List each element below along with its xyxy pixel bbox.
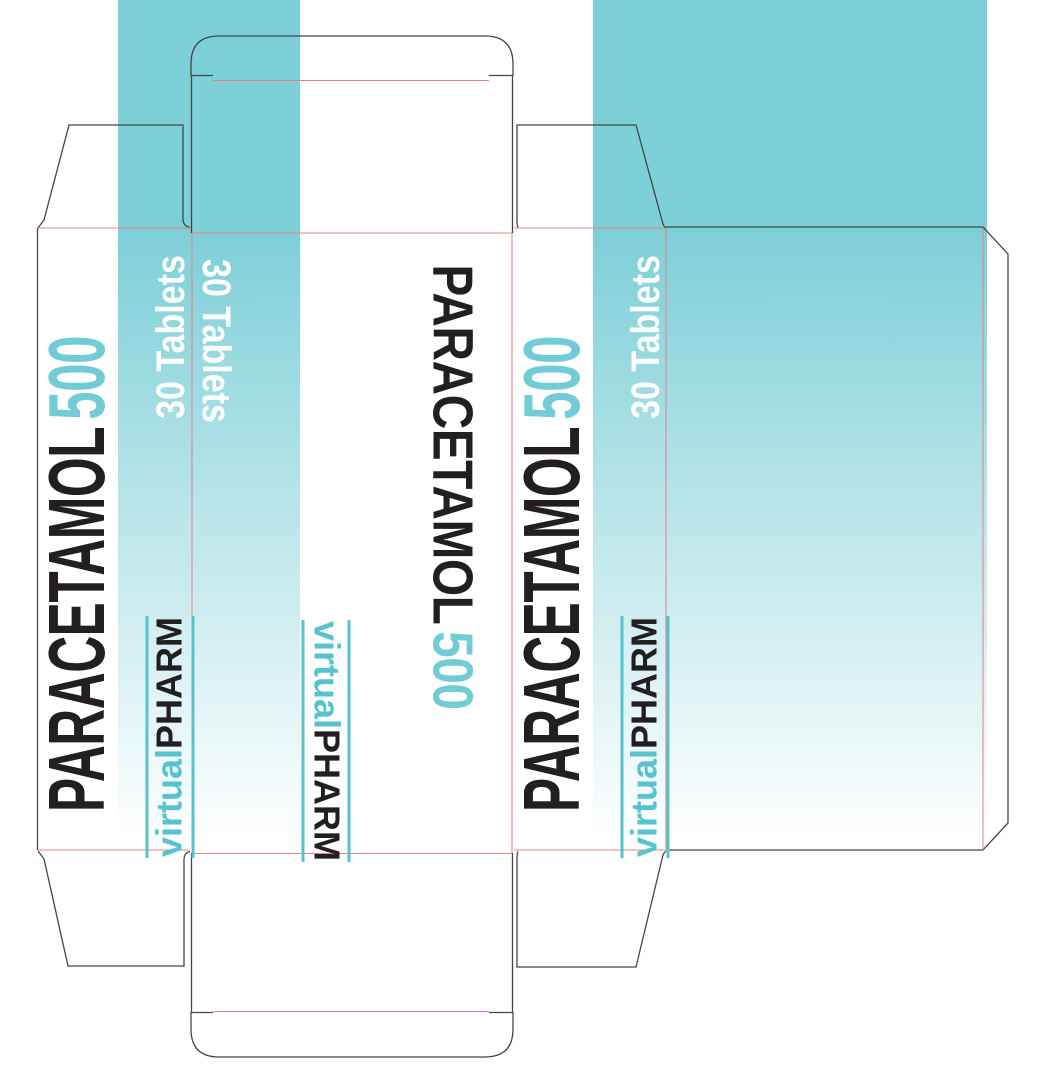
cut-dust-flap-bottom-right [516, 850, 667, 968]
side-left-brand: virtualPHARM [145, 615, 195, 859]
front-brand: virtualPHARM [301, 619, 351, 863]
teal-band-right [593, 0, 987, 841]
brand-prefix: virtual [306, 620, 348, 730]
teal-band-left [118, 0, 300, 841]
fold-lines [38, 80, 984, 1012]
front-title-dose: 500 [420, 631, 485, 710]
cut-top-tuck-tab [190, 35, 514, 76]
side-left-title-dose: 500 [32, 335, 121, 420]
brand-prefix: virtual [148, 748, 190, 858]
front-product-title: PARACETAMOL500 [421, 264, 485, 709]
brand-suffix: PHARM [148, 616, 190, 749]
brand-prefix: virtual [623, 748, 665, 858]
front-title-main: PARACETAMOL [420, 264, 485, 625]
front-quantity-label: 30 Tablets [194, 259, 238, 423]
cut-top-lid-sides [190, 76, 514, 233]
side-left-product-title: PARACETAMOL500 [32, 336, 121, 812]
side-right-quantity-label: 30 Tablets [624, 255, 668, 419]
side-right-brand-logo: virtualPHARM [620, 615, 670, 859]
side-right-title-main: PARACETAMOL [507, 427, 596, 813]
side-right-product-title: PARACETAMOL500 [507, 336, 596, 812]
front-brand-logo: virtualPHARM [301, 619, 351, 863]
cut-lines [36, 35, 1009, 1058]
cut-dust-flap-bottom-left [37, 850, 191, 967]
side-left-brand-logo: virtualPHARM [145, 615, 195, 859]
brand-suffix: PHARM [306, 729, 348, 862]
side-right-title-dose: 500 [507, 335, 596, 420]
cut-bottom-tuck-tab [190, 1012, 514, 1058]
cut-bottom-lid-sides [190, 853, 514, 1012]
cut-dust-flap-top-right [516, 124, 667, 229]
cut-back-panel-and-glue-flap [666, 226, 1009, 851]
brand-suffix: PHARM [623, 616, 665, 749]
side-left-quantity-label: 30 Tablets [149, 255, 193, 419]
cut-dust-flap-top-left [37, 124, 191, 229]
side-right-brand: virtualPHARM [620, 615, 670, 859]
side-left-title-main: PARACETAMOL [32, 427, 121, 813]
